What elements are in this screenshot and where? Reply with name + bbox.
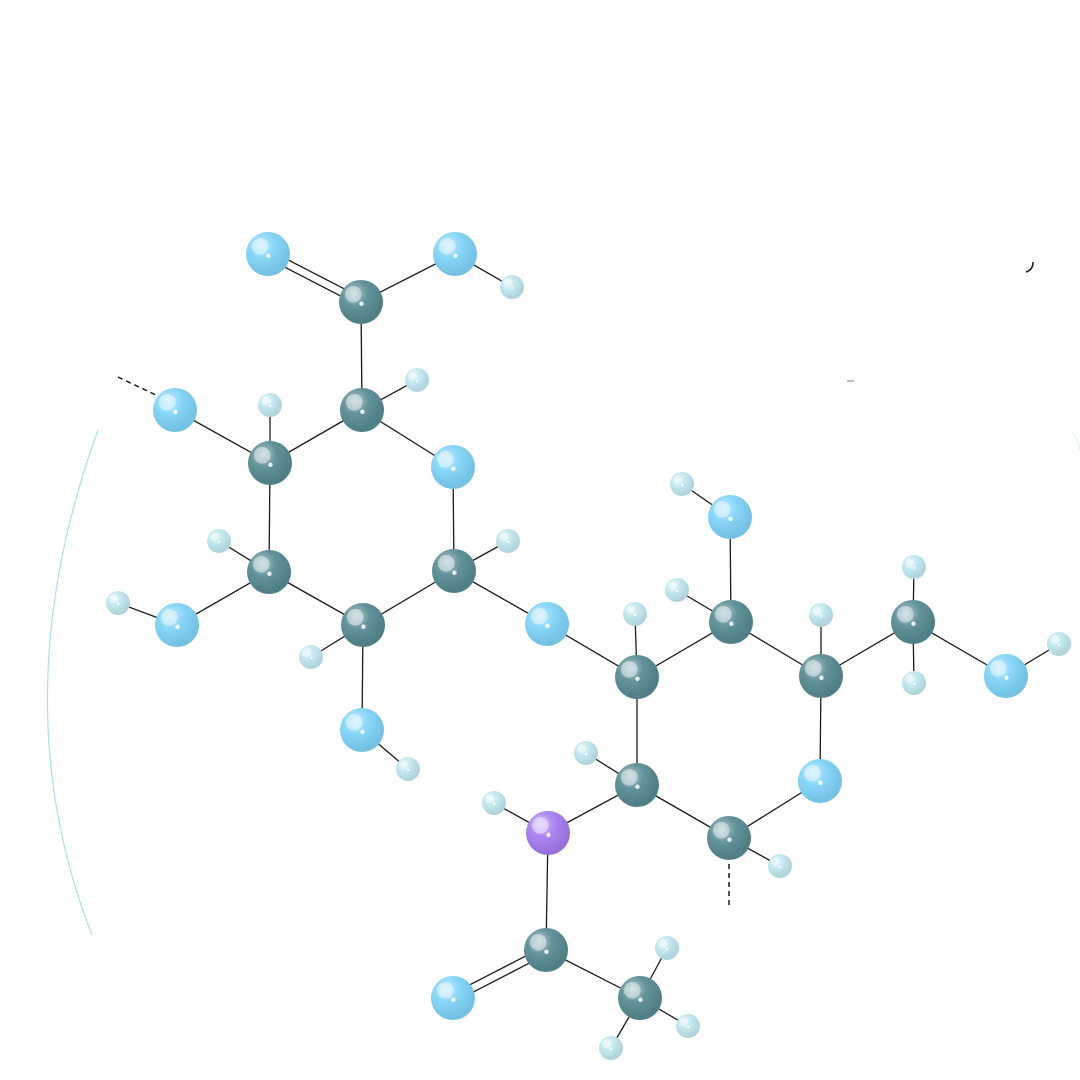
edge-mark xyxy=(1025,261,1034,273)
hydrogen-atom xyxy=(902,671,926,695)
carbon-atom xyxy=(709,600,753,644)
carbon-atom xyxy=(339,280,383,324)
hydrogen-atom xyxy=(482,791,506,815)
hydrogen-atom xyxy=(258,393,282,417)
hydrogen-atom xyxy=(768,854,792,878)
oxygen-atom xyxy=(431,445,475,489)
oxygen-atom xyxy=(525,602,569,646)
carbon-atom xyxy=(341,603,385,647)
carbon-atom xyxy=(247,550,291,594)
hydrogen-atom xyxy=(676,1014,700,1038)
oxygen-atom xyxy=(798,759,842,803)
hydrogen-atom xyxy=(623,602,647,626)
continuation-bonds xyxy=(117,376,730,905)
oxygen-atom xyxy=(246,232,290,276)
hydrogen-atom xyxy=(599,1036,623,1060)
hydrogen-atom xyxy=(500,275,524,299)
hydrogen-atom xyxy=(655,936,679,960)
hydrogen-atom xyxy=(902,555,926,579)
oxygen-atom xyxy=(708,495,752,539)
nitrogen-atom xyxy=(526,811,570,855)
oxygen-atom xyxy=(433,232,477,276)
carbon-atom xyxy=(615,763,659,807)
oxygen-atom xyxy=(431,976,475,1020)
atom-layer xyxy=(106,232,1071,1060)
carbon-atom xyxy=(432,549,476,593)
carbon-atom xyxy=(707,816,751,860)
carbon-atom xyxy=(891,600,935,644)
hydrogen-atom xyxy=(809,603,833,627)
dashed-bond xyxy=(117,376,161,398)
hydrogen-atom xyxy=(299,645,323,669)
carbon-atom xyxy=(524,928,568,972)
carbon-atom xyxy=(248,441,292,485)
hydrogen-atom xyxy=(496,529,520,553)
hydrogen-atom xyxy=(207,529,231,553)
hydrogen-atom xyxy=(1047,632,1071,656)
hydrogen-atom xyxy=(405,368,429,392)
carbon-atom xyxy=(615,655,659,699)
oxygen-atom xyxy=(155,603,199,647)
hydrogen-atom xyxy=(106,591,130,615)
carbon-atom xyxy=(340,388,384,432)
oxygen-atom xyxy=(153,388,197,432)
bond-layer xyxy=(117,249,1060,1049)
carbon-atom xyxy=(799,654,843,698)
carbon-atom xyxy=(618,976,662,1020)
oxygen-atom xyxy=(340,708,384,752)
outline-arc-right xyxy=(1071,431,1080,451)
hydrogen-atom xyxy=(574,741,598,765)
hydrogen-atom xyxy=(670,472,694,496)
hydrogen-atom xyxy=(665,578,689,602)
hydrogen-atom xyxy=(396,757,420,781)
outline-arc xyxy=(46,429,99,936)
oxygen-atom xyxy=(984,654,1028,698)
